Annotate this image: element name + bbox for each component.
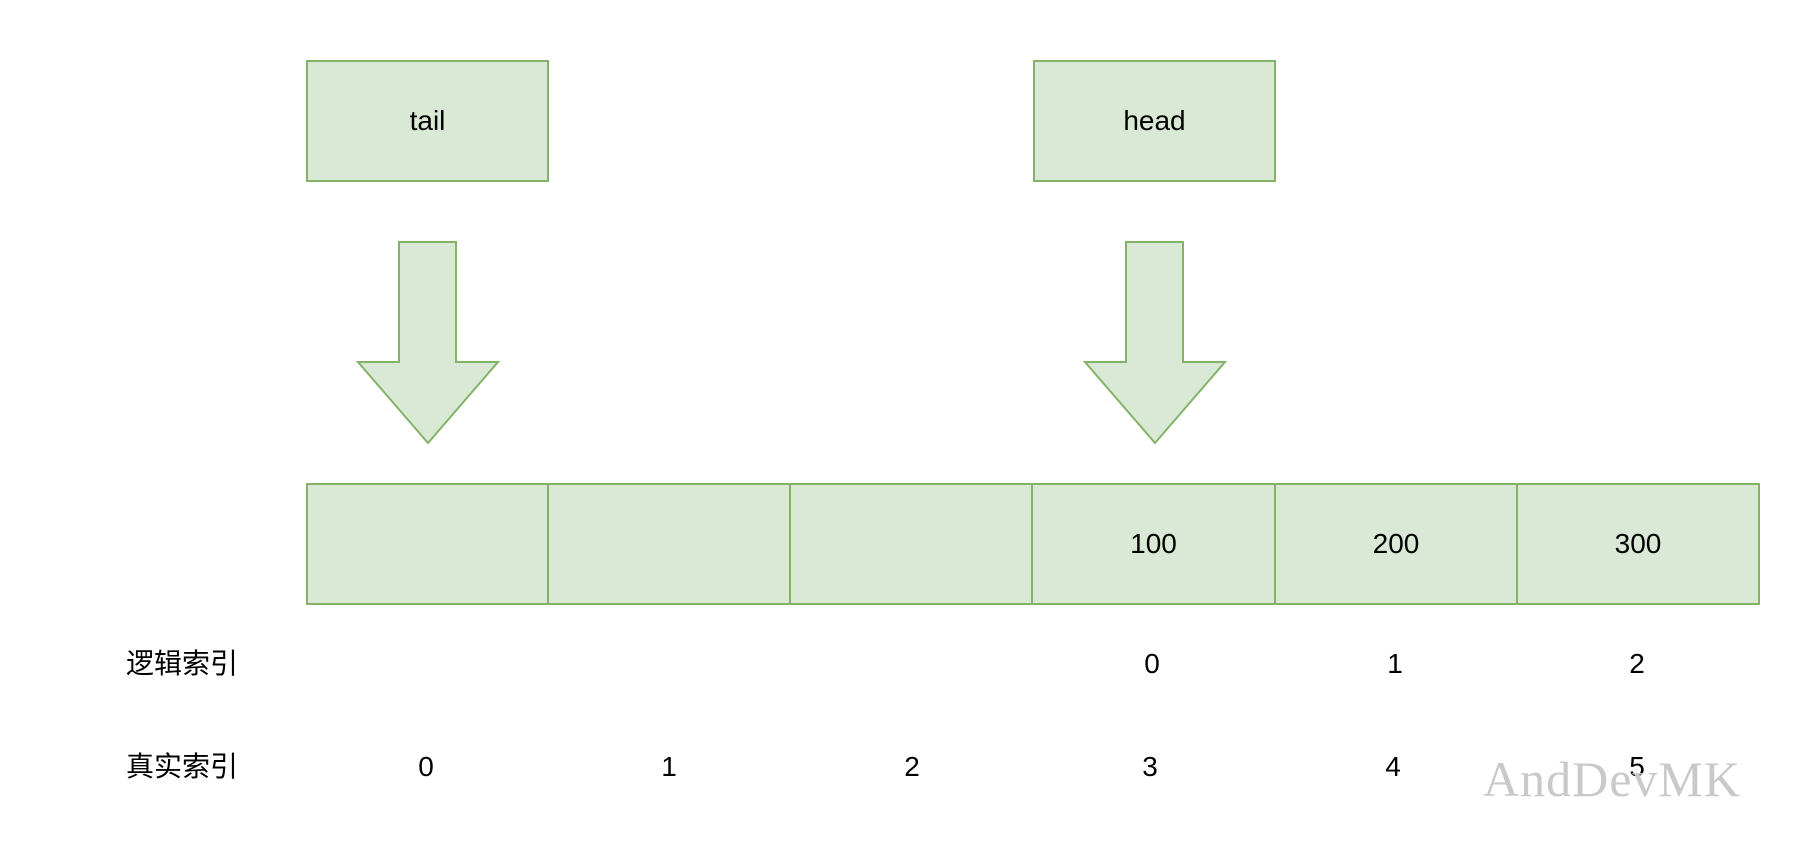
tail-pointer-box: tail (306, 60, 549, 182)
array-cell-1 (547, 483, 791, 605)
watermark-text: AndDevMK (1483, 751, 1741, 807)
head-pointer-box: head (1033, 60, 1276, 182)
array-cell-5: 300 (1516, 483, 1760, 605)
array-cell-value: 200 (1372, 528, 1420, 559)
array-cell-4: 200 (1274, 483, 1518, 605)
logical-index-label: 1 (1387, 648, 1403, 679)
real-index-label: 4 (1385, 751, 1401, 782)
real-index-label: 3 (1142, 751, 1158, 782)
logical-index-title: 逻辑索引 (126, 648, 239, 679)
tail-down-arrow-icon (355, 241, 501, 445)
tail-pointer-label: tail (409, 105, 446, 136)
array-cell-3: 100 (1031, 483, 1276, 605)
real-index-label: 2 (904, 751, 920, 782)
logical-index-label: 2 (1629, 648, 1645, 679)
logical-index-label: 0 (1144, 648, 1160, 679)
head-down-arrow-icon (1082, 241, 1228, 445)
real-index-label: 0 (418, 751, 434, 782)
array-cell-2 (789, 483, 1033, 605)
array-cell-0 (306, 483, 549, 605)
array-cell-value: 100 (1130, 528, 1177, 559)
array-cell-value: 300 (1614, 528, 1662, 559)
real-index-label: 1 (661, 751, 677, 782)
real-index-label: 5 (1629, 751, 1645, 782)
real-index-title: 真实索引 (126, 751, 239, 782)
head-pointer-label: head (1123, 105, 1186, 136)
